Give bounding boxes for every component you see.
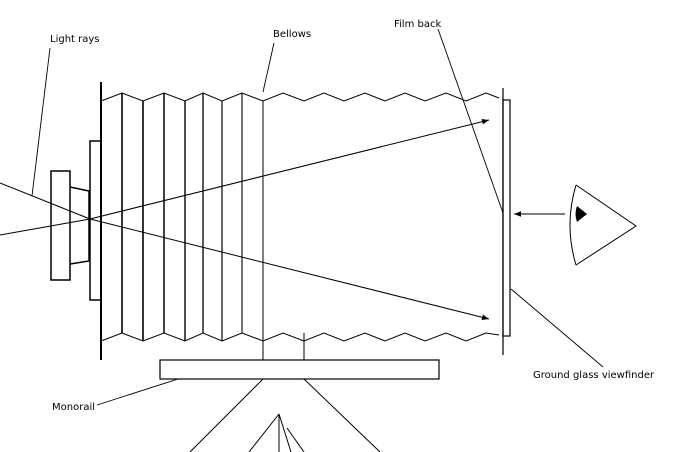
bellows-folds: [121, 93, 264, 341]
arrowhead-icon: [89, 118, 490, 220]
eye-icon: [569, 184, 637, 266]
light-rays: [0, 118, 490, 321]
ground-glass: [502, 99, 511, 337]
tripod-leg: [303, 378, 381, 452]
lens: [50, 140, 102, 301]
arrowhead-icon: [89, 218, 490, 321]
bellows-top-edge: [100, 92, 500, 102]
light-rays-label: Light rays: [50, 34, 100, 45]
leader-lines: [31, 28, 604, 406]
ground-glass-viewfinder-label: Ground glass viewfinder: [533, 370, 655, 381]
monorail: [159, 359, 440, 380]
bellows-label: Bellows: [273, 29, 311, 40]
monorail-label: Monorail: [52, 402, 95, 413]
tripod-leg: [189, 378, 264, 452]
tripod-leg: [278, 413, 292, 452]
tripod-leg: [286, 427, 305, 452]
bellows-bottom-edge: [100, 332, 500, 342]
film-back-label: Film back: [394, 19, 441, 30]
monorail-assembly: [159, 333, 440, 452]
tripod-leg: [248, 413, 280, 452]
